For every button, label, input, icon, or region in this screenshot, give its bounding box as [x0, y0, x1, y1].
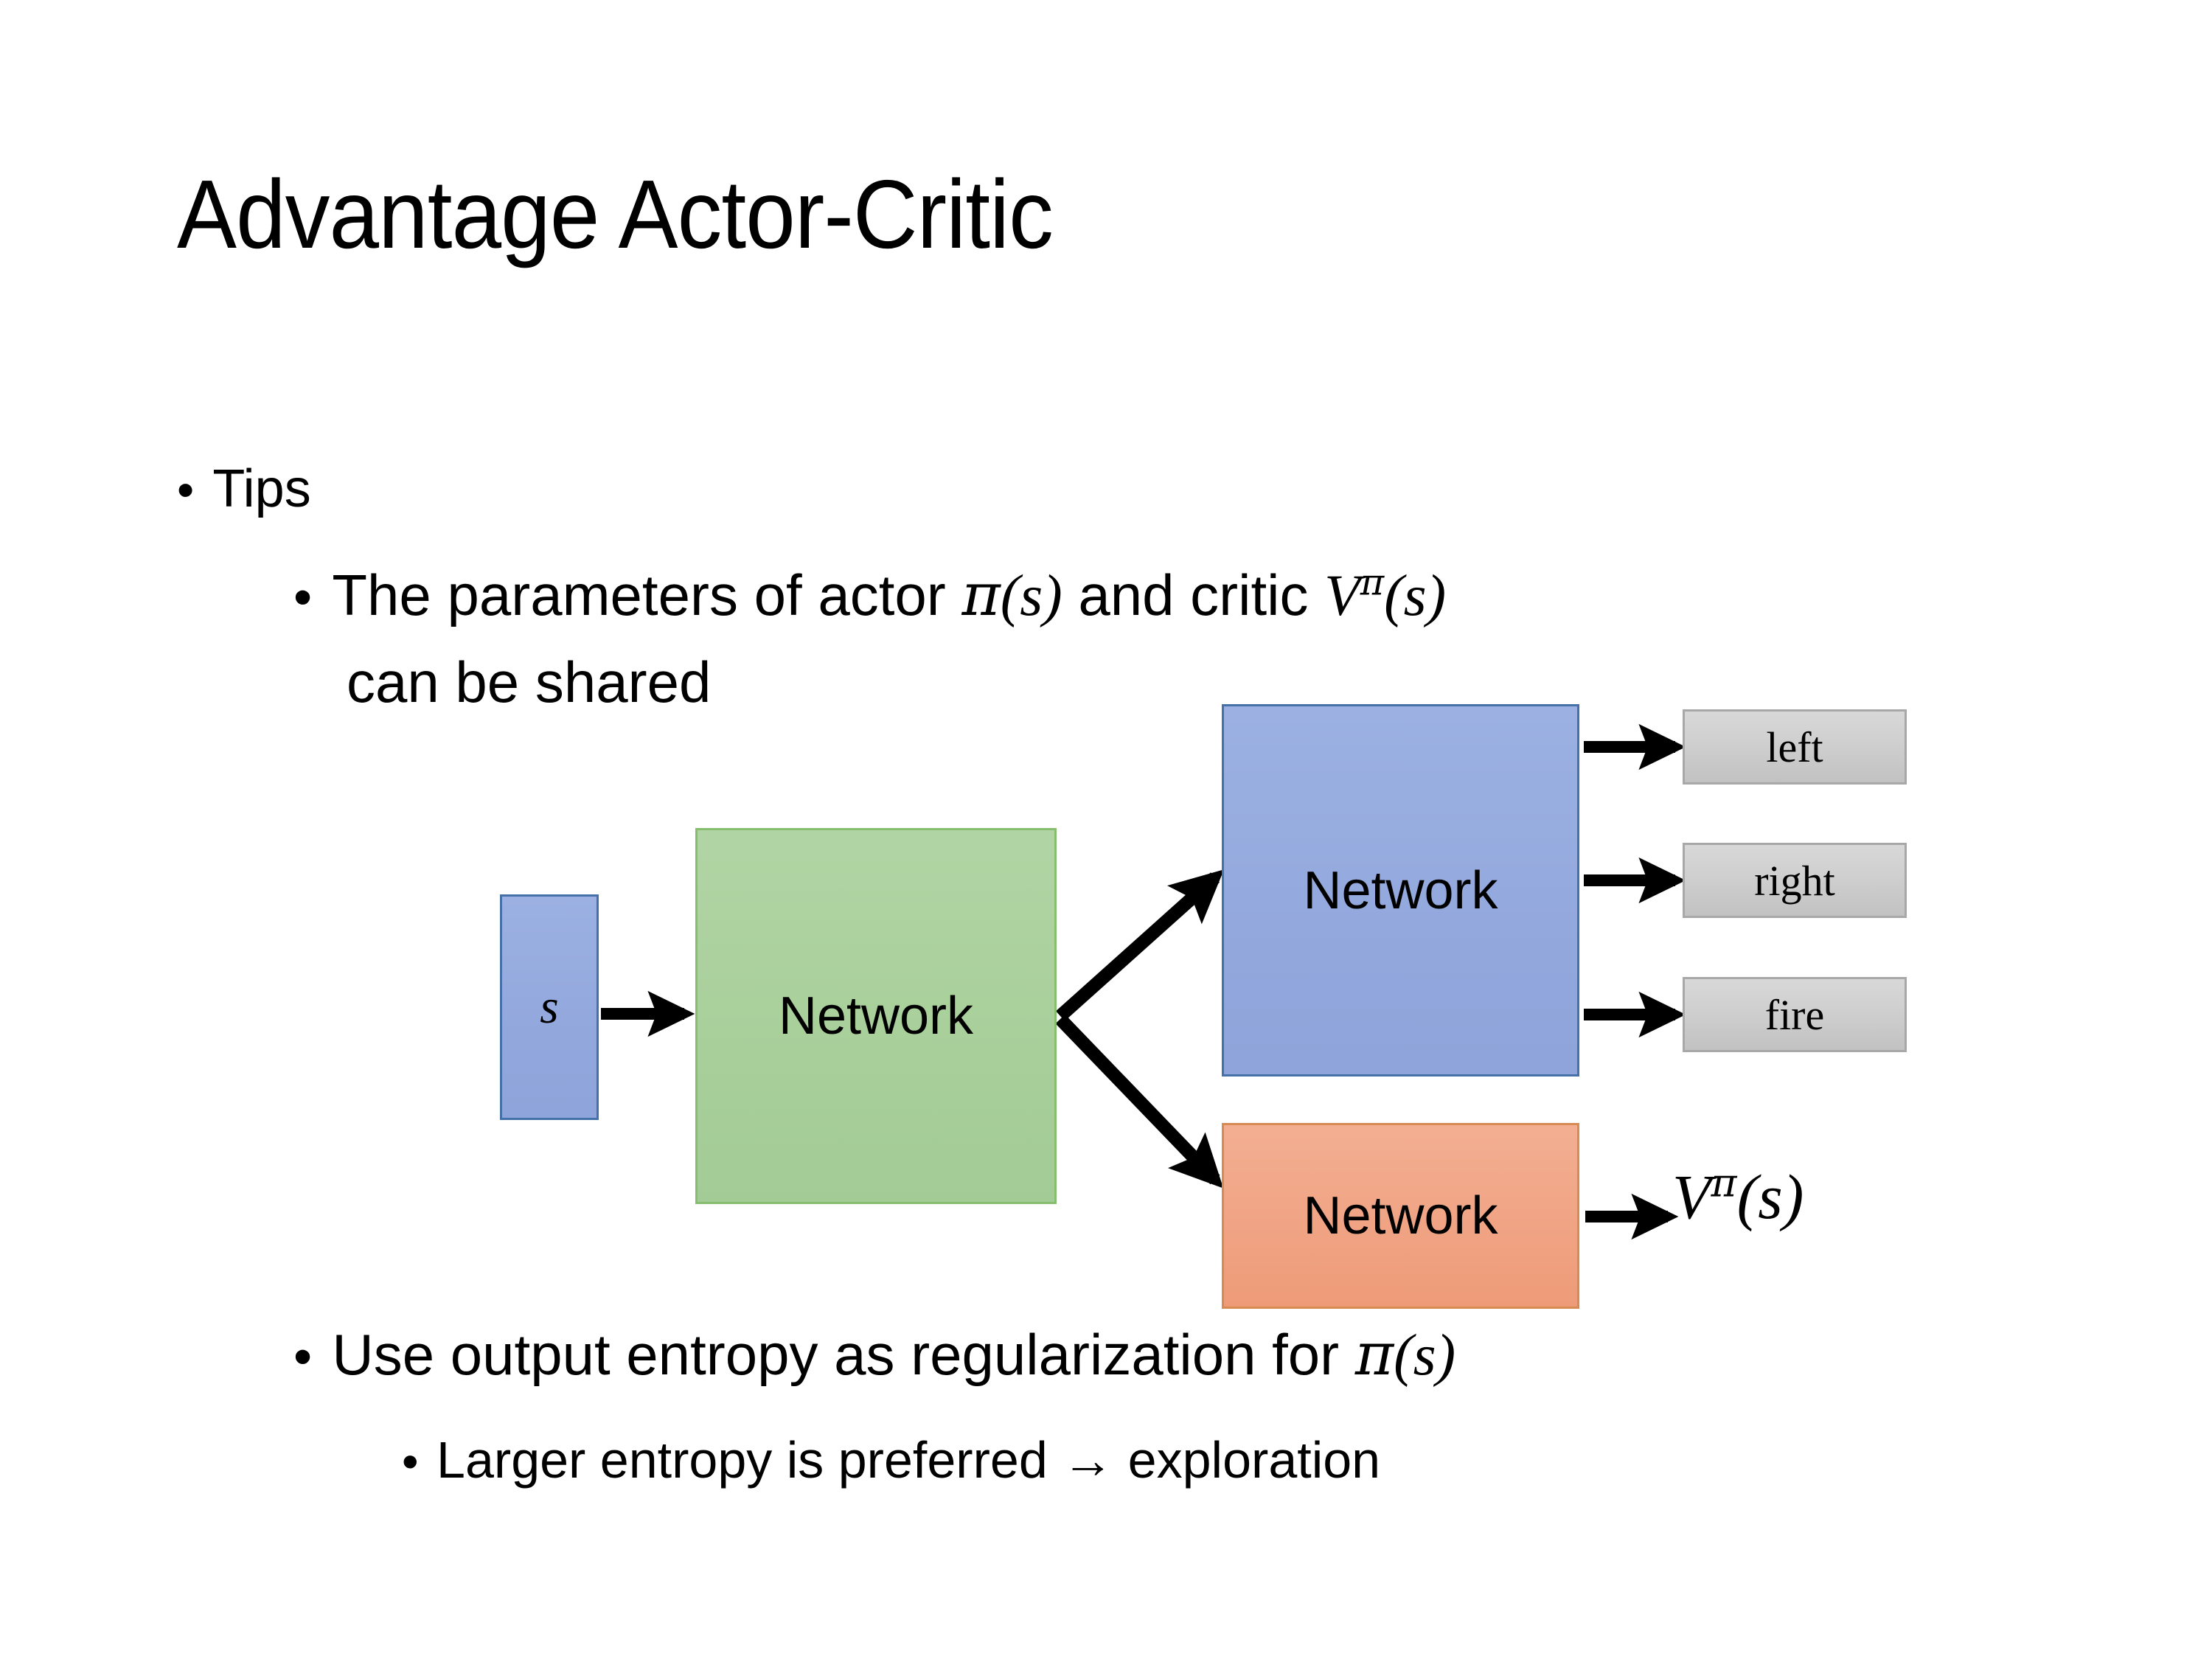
value-symbol: V [1672, 1161, 1711, 1232]
bullet-dot-icon: • [293, 1327, 313, 1386]
input-state-box[interactable]: s [500, 894, 599, 1120]
paren-open: ( [1394, 1323, 1413, 1388]
state-symbol: s [1413, 1323, 1436, 1388]
bullet-shared-parameters-label: The parameters of actor π(s) and critic … [332, 560, 1446, 630]
bullet-shared-parameters: • The parameters of actor π(s) and criti… [293, 560, 1446, 630]
bullet-entropy-regularization-label: Use output entropy as regularization for… [332, 1320, 1455, 1389]
action-label-fire: fire [1764, 990, 1825, 1039]
actor-network-box[interactable]: Network [1222, 704, 1579, 1077]
arrow-shared-to-critic [1055, 1014, 1224, 1189]
bullet-larger-entropy: • Larger entropy is preferred → explorat… [402, 1430, 1380, 1489]
text-entropy-pre: Use output entropy as regularization for [332, 1322, 1355, 1387]
pi-superscript: π [1360, 560, 1385, 604]
action-box-fire[interactable]: fire [1683, 977, 1907, 1052]
state-symbol: s [1020, 563, 1043, 628]
bullet-dot-icon: • [177, 463, 195, 518]
shared-network-label: Network [778, 987, 974, 1046]
state-symbol: s [1758, 1161, 1783, 1232]
bullet-entropy-regularization: • Use output entropy as regularization f… [293, 1320, 1455, 1389]
critic-network-label: Network [1303, 1186, 1498, 1245]
text-params-pre: The parameters of actor [332, 563, 962, 627]
action-label-left: left [1766, 723, 1823, 771]
pi-symbol: π [961, 560, 1001, 629]
critic-value-output-label: Vπ(s) [1672, 1160, 1804, 1234]
text-params-mid: and critic [1062, 563, 1325, 627]
paren-open: ( [1384, 563, 1404, 628]
paren-close: ) [1782, 1161, 1804, 1232]
paren-open: ( [1000, 563, 1020, 628]
arrow-shared-to-actor [1055, 869, 1225, 1021]
paren-open: ( [1736, 1161, 1759, 1232]
paren-close: ) [1043, 563, 1062, 628]
state-symbol: s [1403, 563, 1427, 628]
bullet-shared-parameters-line2: can be shared [347, 649, 711, 716]
actor-network-label: Network [1303, 860, 1498, 920]
math-critic-value: Vπ(s) [1324, 560, 1447, 628]
math-actor-policy: π(s) [1354, 1320, 1456, 1388]
shared-network-box[interactable]: Network [695, 828, 1057, 1204]
critic-network-box[interactable]: Network [1222, 1123, 1579, 1309]
action-box-right[interactable]: right [1683, 843, 1907, 918]
bullet-tips: • Tips [177, 459, 311, 519]
pi-symbol: π [1354, 1320, 1394, 1388]
value-symbol: V [1324, 563, 1360, 628]
action-box-left[interactable]: left [1683, 709, 1907, 785]
paren-close: ) [1436, 1323, 1456, 1388]
bullet-dot-icon: • [402, 1435, 419, 1488]
pi-superscript: π [1711, 1160, 1737, 1206]
page-title: Advantage Actor-Critic [177, 160, 1054, 268]
bullet-dot-icon: • [293, 568, 313, 627]
bullet-shared-parameters-line2-label: can be shared [347, 650, 712, 714]
paren-close: ) [1426, 563, 1447, 628]
bullet-larger-entropy-label: Larger entropy is preferred → exploratio… [437, 1431, 1381, 1489]
bullet-tips-label: Tips [212, 459, 311, 518]
action-label-right: right [1754, 856, 1835, 905]
math-actor-policy: π(s) [961, 560, 1062, 629]
input-state-label: s [540, 980, 559, 1034]
